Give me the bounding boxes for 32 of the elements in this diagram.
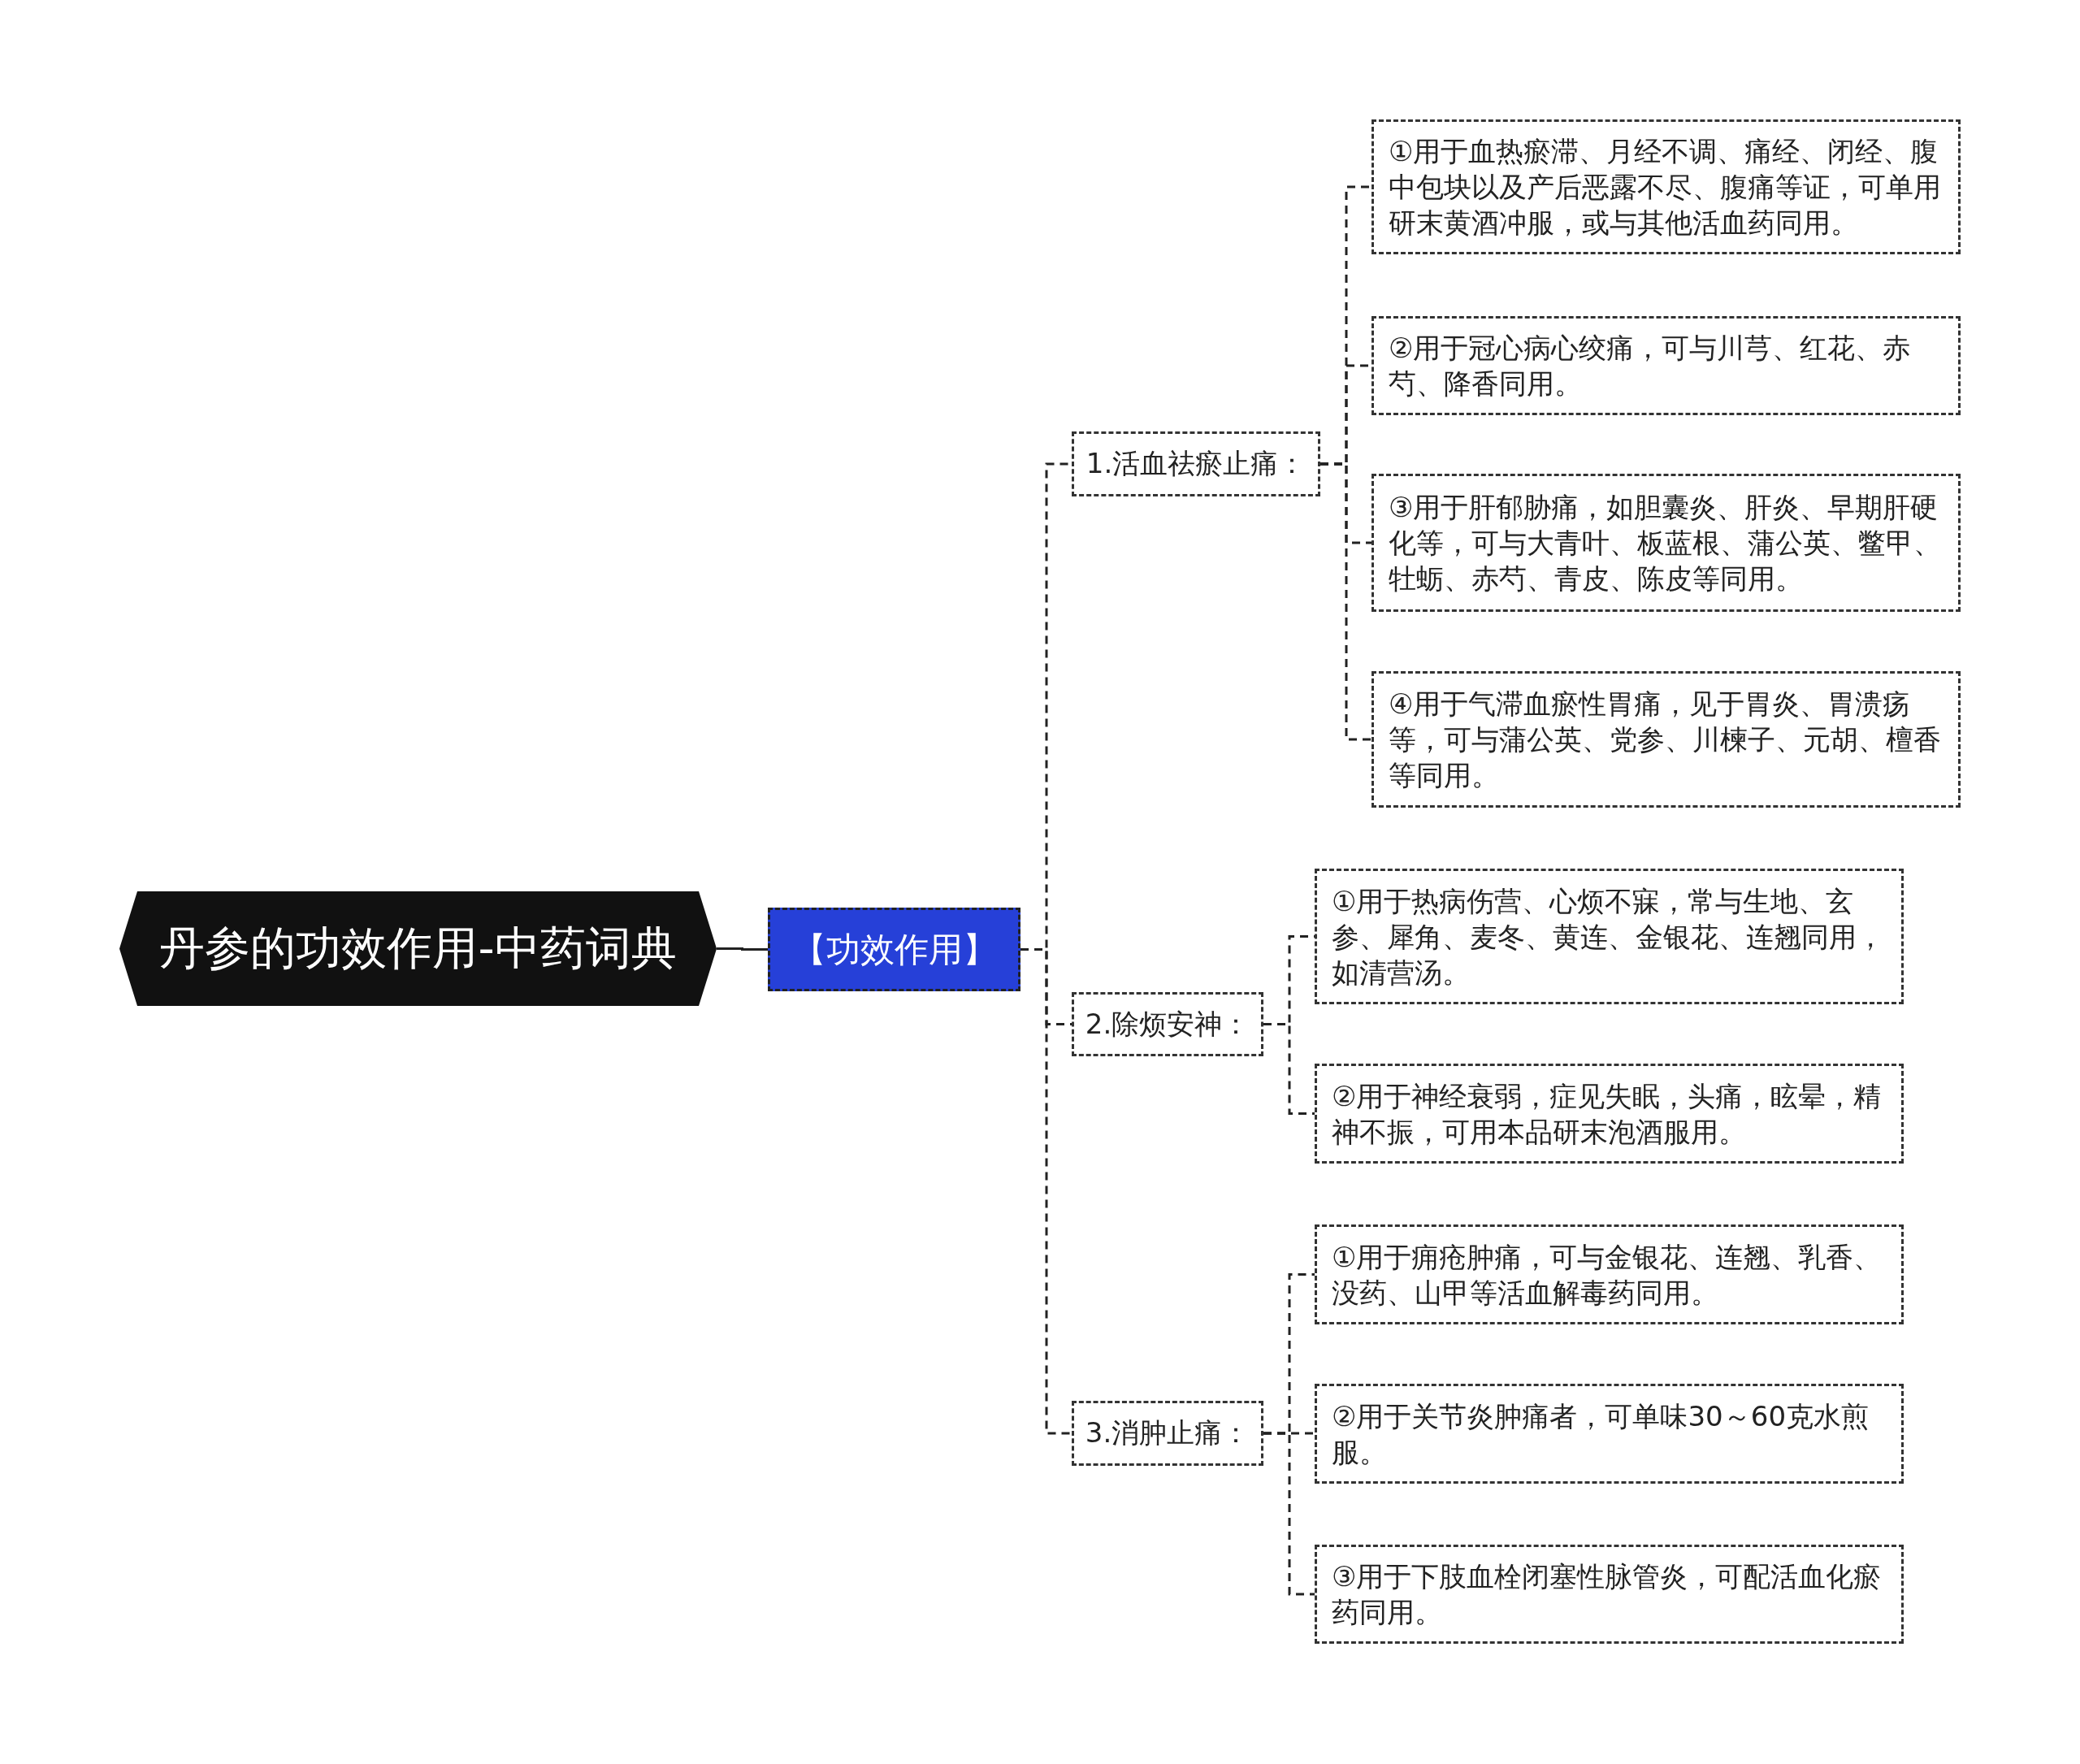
topic-box bbox=[1072, 992, 1263, 1056]
connector bbox=[1263, 1023, 1315, 1115]
label: ①用于痈疮肿痛，可与金银花、连翘、乳香、没药、山甲等活血解毒药同用。 bbox=[1332, 1239, 1883, 1311]
label: ③用于下肢血栓闭塞性脉管炎，可配活血化瘀药同用。 bbox=[1332, 1559, 1883, 1630]
label: ②用于冠心病心绞痛，可与川芎、红花、赤芍、降香同用。 bbox=[1389, 331, 1912, 401]
title: 丹参的功效作用-中药词典 bbox=[159, 920, 677, 976]
label: ①用于热病伤营、心烦不寐，常与生地、玄参、犀角、麦冬、黄连、金银花、连翘同用，如清营汤。 bbox=[1332, 883, 1885, 990]
text-box bbox=[1372, 474, 1961, 612]
text-box bbox=[1315, 1384, 1904, 1484]
label: 3.消肿止痛： bbox=[1085, 1415, 1250, 1450]
topic-box bbox=[1072, 1401, 1263, 1466]
connector bbox=[717, 947, 768, 951]
label: 1.活血祛瘀止痛： bbox=[1086, 446, 1306, 481]
label: 【功效作用】 bbox=[791, 928, 997, 971]
connector bbox=[1263, 1432, 1315, 1596]
text-box bbox=[1372, 316, 1961, 415]
topic-box bbox=[1072, 431, 1320, 496]
text-box bbox=[1315, 1545, 1904, 1644]
label: ②用于神经衰弱，症见失眠，头痛，眩晕，精神不振，可用本品研末泡酒服用。 bbox=[1332, 1078, 1883, 1150]
text-box bbox=[1315, 1224, 1904, 1324]
topic-box bbox=[768, 908, 1020, 991]
label: ②用于关节炎肿痛者，可单味30～60克水煎服。 bbox=[1332, 1398, 1870, 1470]
text-box bbox=[1315, 1064, 1904, 1164]
label: ①用于血热瘀滞、月经不调、痛经、闭经、腹中包块以及产后恶露不尽、腹痛等证，可单用研末黄酒冲服，或与其他活血药同用。 bbox=[1389, 134, 1942, 241]
connector bbox=[1320, 462, 1372, 741]
text-box bbox=[1372, 671, 1961, 808]
title-hexagon bbox=[119, 891, 717, 1006]
label: ④用于气滞血瘀性胃痛，见于胃炎、胃溃疡等，可与蒲公英、党参、川楝子、元胡、檀香等同用。 bbox=[1389, 687, 1942, 793]
text-box bbox=[1315, 869, 1904, 1004]
text-box bbox=[1372, 119, 1961, 254]
label: ③用于肝郁胁痛，如胆囊炎、肝炎、早期肝硬化等，可与大青叶、板蓝根、蒲公英、鳖甲、牡蛎、赤芍、青皮、陈皮等同用。 bbox=[1389, 490, 1942, 596]
label: 2.除烦安神： bbox=[1085, 1006, 1250, 1042]
